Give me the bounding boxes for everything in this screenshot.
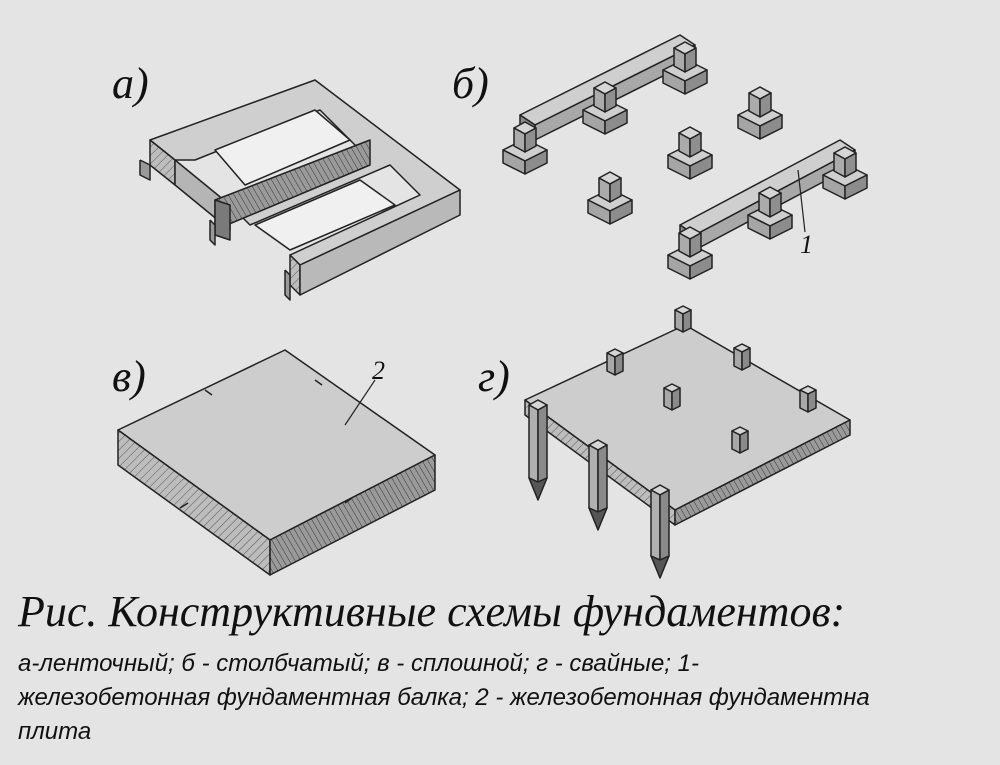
column-pad [747,186,793,240]
piles [528,305,817,579]
pile [588,439,608,531]
pile [528,399,548,501]
caption-line-3: плита [18,718,92,745]
pile-head [733,343,751,371]
column-pad [822,146,868,200]
callout-1-leader [797,169,806,233]
pile-head [799,385,817,413]
pile-head [731,426,749,454]
panel-label-v: в) [112,352,146,401]
column-pad [737,86,783,140]
pile-foundation [524,324,851,526]
caption-line-2: железобетонная фундаментная балка; 2 - ж… [18,684,870,711]
column-pad [582,81,628,135]
panel-label-a: а) [112,59,149,108]
pile-head [663,383,681,411]
column-pads [502,41,868,280]
pile [650,484,670,579]
callout-2-label: 2 [372,356,385,385]
caption-title: Рис. Конструктивные схемы фундаментов: [18,587,846,636]
column-pad [667,126,713,180]
column-pad [502,121,548,175]
panel-label-b: б) [452,59,489,108]
column-pad [587,171,633,225]
foundation-schemes-figure [117,34,868,579]
column-pad [662,41,708,95]
column-pad [667,226,713,280]
callout-1-label: 1 [800,230,813,259]
pile-head [606,348,624,376]
solid-slab-foundation [117,349,436,576]
caption-line-1: а-ленточный; б - столбчатый; в - сплошно… [18,650,699,677]
panel-label-g: г) [478,352,510,401]
callout-2-leader [344,379,376,426]
pile-head [674,305,692,333]
strip-foundation [139,79,461,301]
